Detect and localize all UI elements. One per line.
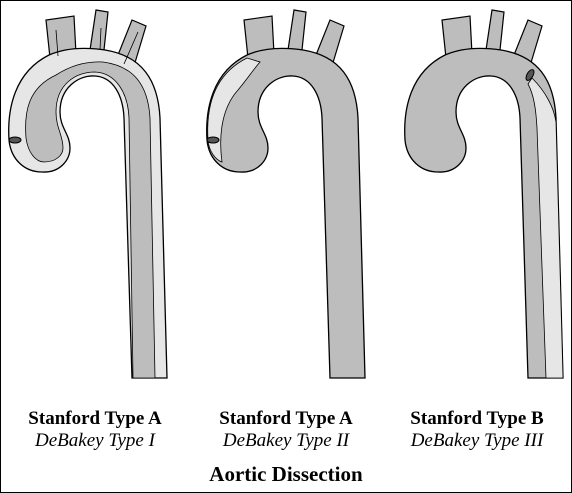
false-lumen	[527, 77, 564, 379]
aorta-panel-type-iii	[404, 9, 564, 379]
panel-label-2: Stanford Type A DeBakey Type II	[191, 408, 381, 452]
debakey-type-label: DeBakey Type III	[410, 430, 544, 451]
aorta-panel-type-ii	[206, 9, 366, 379]
branch-vessel	[485, 9, 505, 51]
figure-caption: Aortic Dissection	[209, 462, 363, 486]
entry-tear	[206, 136, 220, 144]
panel-label-1: Stanford Type A DeBakey Type I	[0, 408, 190, 452]
stanford-type-label: Stanford Type B	[410, 408, 544, 429]
debakey-type-label: DeBakey Type II	[222, 430, 350, 451]
stanford-type-label: Stanford Type A	[219, 408, 353, 429]
entry-tear	[525, 69, 535, 81]
branch-vessel	[89, 9, 109, 51]
entry-tear	[8, 136, 22, 144]
branch-vessel	[287, 9, 307, 51]
stanford-type-label: Stanford Type A	[28, 408, 162, 429]
false-lumen	[207, 57, 261, 163]
aorta-panel-type-i	[8, 9, 168, 379]
debakey-type-label: DeBakey Type I	[35, 430, 155, 451]
true-lumen	[25, 61, 156, 379]
panel-label-3: Stanford Type B DeBakey Type III	[382, 408, 572, 452]
